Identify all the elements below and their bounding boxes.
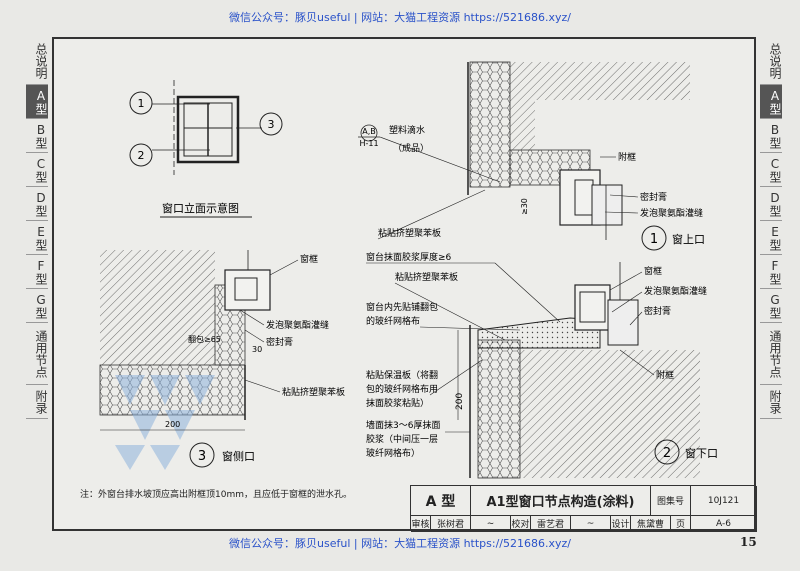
atlas-label: 图集号	[651, 486, 691, 516]
detail1-dim: ≥30	[520, 198, 529, 215]
detail2-wall-line3: 玻纤网格布）	[366, 447, 420, 459]
detail3-sealant: 密封膏	[266, 336, 293, 348]
detail2-foam: 发泡聚氨酯灌缝	[644, 285, 707, 297]
detail2-insulation-line1: 粘贴保温板（将翻	[366, 369, 438, 381]
tab-r-4[interactable]: D型	[760, 187, 782, 221]
detail3-dim-30: 30	[252, 345, 262, 354]
detail1-ref-top: A,B	[362, 127, 376, 136]
detail2-mesh-line1: 窗台内先贴铺翻包	[366, 301, 438, 313]
detail1-number: 1	[650, 232, 658, 247]
tab-l-6[interactable]: F型	[26, 255, 48, 289]
check-label: 校对	[511, 516, 531, 532]
detail2-number: 2	[663, 446, 671, 461]
detail3-title: 窗侧口	[222, 449, 255, 463]
detail2-sealant: 密封膏	[644, 305, 671, 317]
detail3-foam: 发泡聚氨酯灌缝	[266, 319, 329, 331]
tab-r-7[interactable]: G型	[760, 289, 782, 323]
detail2-subframe: 附框	[656, 369, 674, 381]
design-label: 设计	[611, 516, 631, 532]
tab-l-1[interactable]: A型	[26, 85, 48, 119]
detail3-wrap: 翻包≥65	[188, 334, 221, 344]
elevation-mark-1: 1	[138, 97, 145, 110]
detail3-number: 3	[198, 449, 206, 464]
review-name: 张树君	[431, 516, 471, 532]
tab-r-1[interactable]: A型	[760, 85, 782, 119]
page-label: 页	[671, 516, 691, 532]
tab-r-0[interactable]: 总说明	[760, 37, 782, 85]
page-code: A-6	[691, 516, 757, 532]
detail3-dim-200: 200	[165, 420, 180, 429]
watermark-logo	[115, 375, 215, 470]
detail3-frame: 窗框	[300, 253, 318, 265]
detail2-title: 窗下口	[685, 446, 718, 460]
watermark-bottom: 微信公众号：豚贝useful | 网站：大猫工程资源 https://52168…	[229, 537, 571, 550]
review-signature: ~	[471, 516, 511, 532]
tab-l-9[interactable]: 附录	[26, 385, 48, 419]
detail-2-drawing	[469, 262, 700, 479]
tab-r-8[interactable]: 通用节点	[760, 323, 782, 385]
page-number: 15	[740, 535, 757, 549]
detail2-frame: 窗框	[644, 265, 662, 277]
tab-l-4[interactable]: D型	[26, 187, 48, 221]
watermark-top: 微信公众号：豚贝useful | 网站：大猫工程资源 https://52168…	[229, 11, 571, 24]
tab-r-6[interactable]: F型	[760, 255, 782, 289]
detail2-wall-line2: 胶浆（中间压一层	[366, 433, 438, 445]
title-main: A1型窗口节点构造(涂料)	[471, 486, 651, 516]
tab-l-3[interactable]: C型	[26, 153, 48, 187]
tab-l-2[interactable]: B型	[26, 119, 48, 153]
detail2-wall-line1: 墙面抹3～6厚抹面	[366, 419, 440, 431]
title-block: A 型 A1型窗口节点构造(涂料) 图集号 10J121 审核 张树君 ~ 校对…	[410, 485, 757, 532]
detail1-drip-label: 塑料滴水	[389, 124, 425, 136]
tab-r-9[interactable]: 附录	[760, 385, 782, 419]
design-name: 焦黛曹	[631, 516, 671, 532]
detail2-board: 粘贴挤塑聚苯板	[395, 271, 458, 283]
atlas-number: 10J121	[691, 486, 757, 516]
tab-r-2[interactable]: B型	[760, 119, 782, 153]
window-elevation	[129, 80, 283, 175]
detail1-board: 粘贴挤塑聚苯板	[378, 227, 441, 239]
tab-l-0[interactable]: 总说明	[26, 37, 48, 85]
detail3-board: 粘贴挤塑聚苯板	[282, 386, 345, 398]
tab-l-7[interactable]: G型	[26, 289, 48, 323]
detail1-sealant: 密封膏	[640, 191, 667, 203]
elevation-mark-3: 3	[268, 118, 275, 131]
elevation-title: 窗口立面示意图	[162, 201, 239, 215]
detail2-sill-mortar: 窗台抹面胶浆厚度≥6	[366, 251, 452, 263]
detail-1-drawing	[467, 61, 690, 240]
detail2-insulation-line2: 包的玻纤网格布用	[366, 383, 438, 395]
tab-r-5[interactable]: E型	[760, 221, 782, 255]
title-type: A 型	[411, 486, 471, 516]
detail2-mesh-line2: 的玻纤网格布	[366, 315, 420, 327]
tab-r-3[interactable]: C型	[760, 153, 782, 187]
detail1-foam: 发泡聚氨酯灌缝	[640, 207, 703, 219]
check-name: 雷艺君	[531, 516, 571, 532]
footnote: 注：外窗台排水坡顶应高出附框顶10mm，且应低于窗框的泄水孔。	[80, 490, 352, 500]
detail1-ref-bottom: H-11	[359, 139, 378, 148]
detail-3-drawing	[99, 250, 271, 420]
review-label: 审核	[411, 516, 431, 532]
detail2-dim: 200	[455, 393, 465, 410]
elevation-mark-2: 2	[138, 149, 145, 162]
check-signature: ~	[571, 516, 611, 532]
tab-l-5[interactable]: E型	[26, 221, 48, 255]
detail1-title: 窗上口	[672, 232, 705, 246]
tab-l-8[interactable]: 通用节点	[26, 323, 48, 385]
detail2-insulation-line3: 抹面胶浆粘贴）	[366, 397, 429, 409]
detail1-subframe: 附框	[618, 151, 636, 163]
